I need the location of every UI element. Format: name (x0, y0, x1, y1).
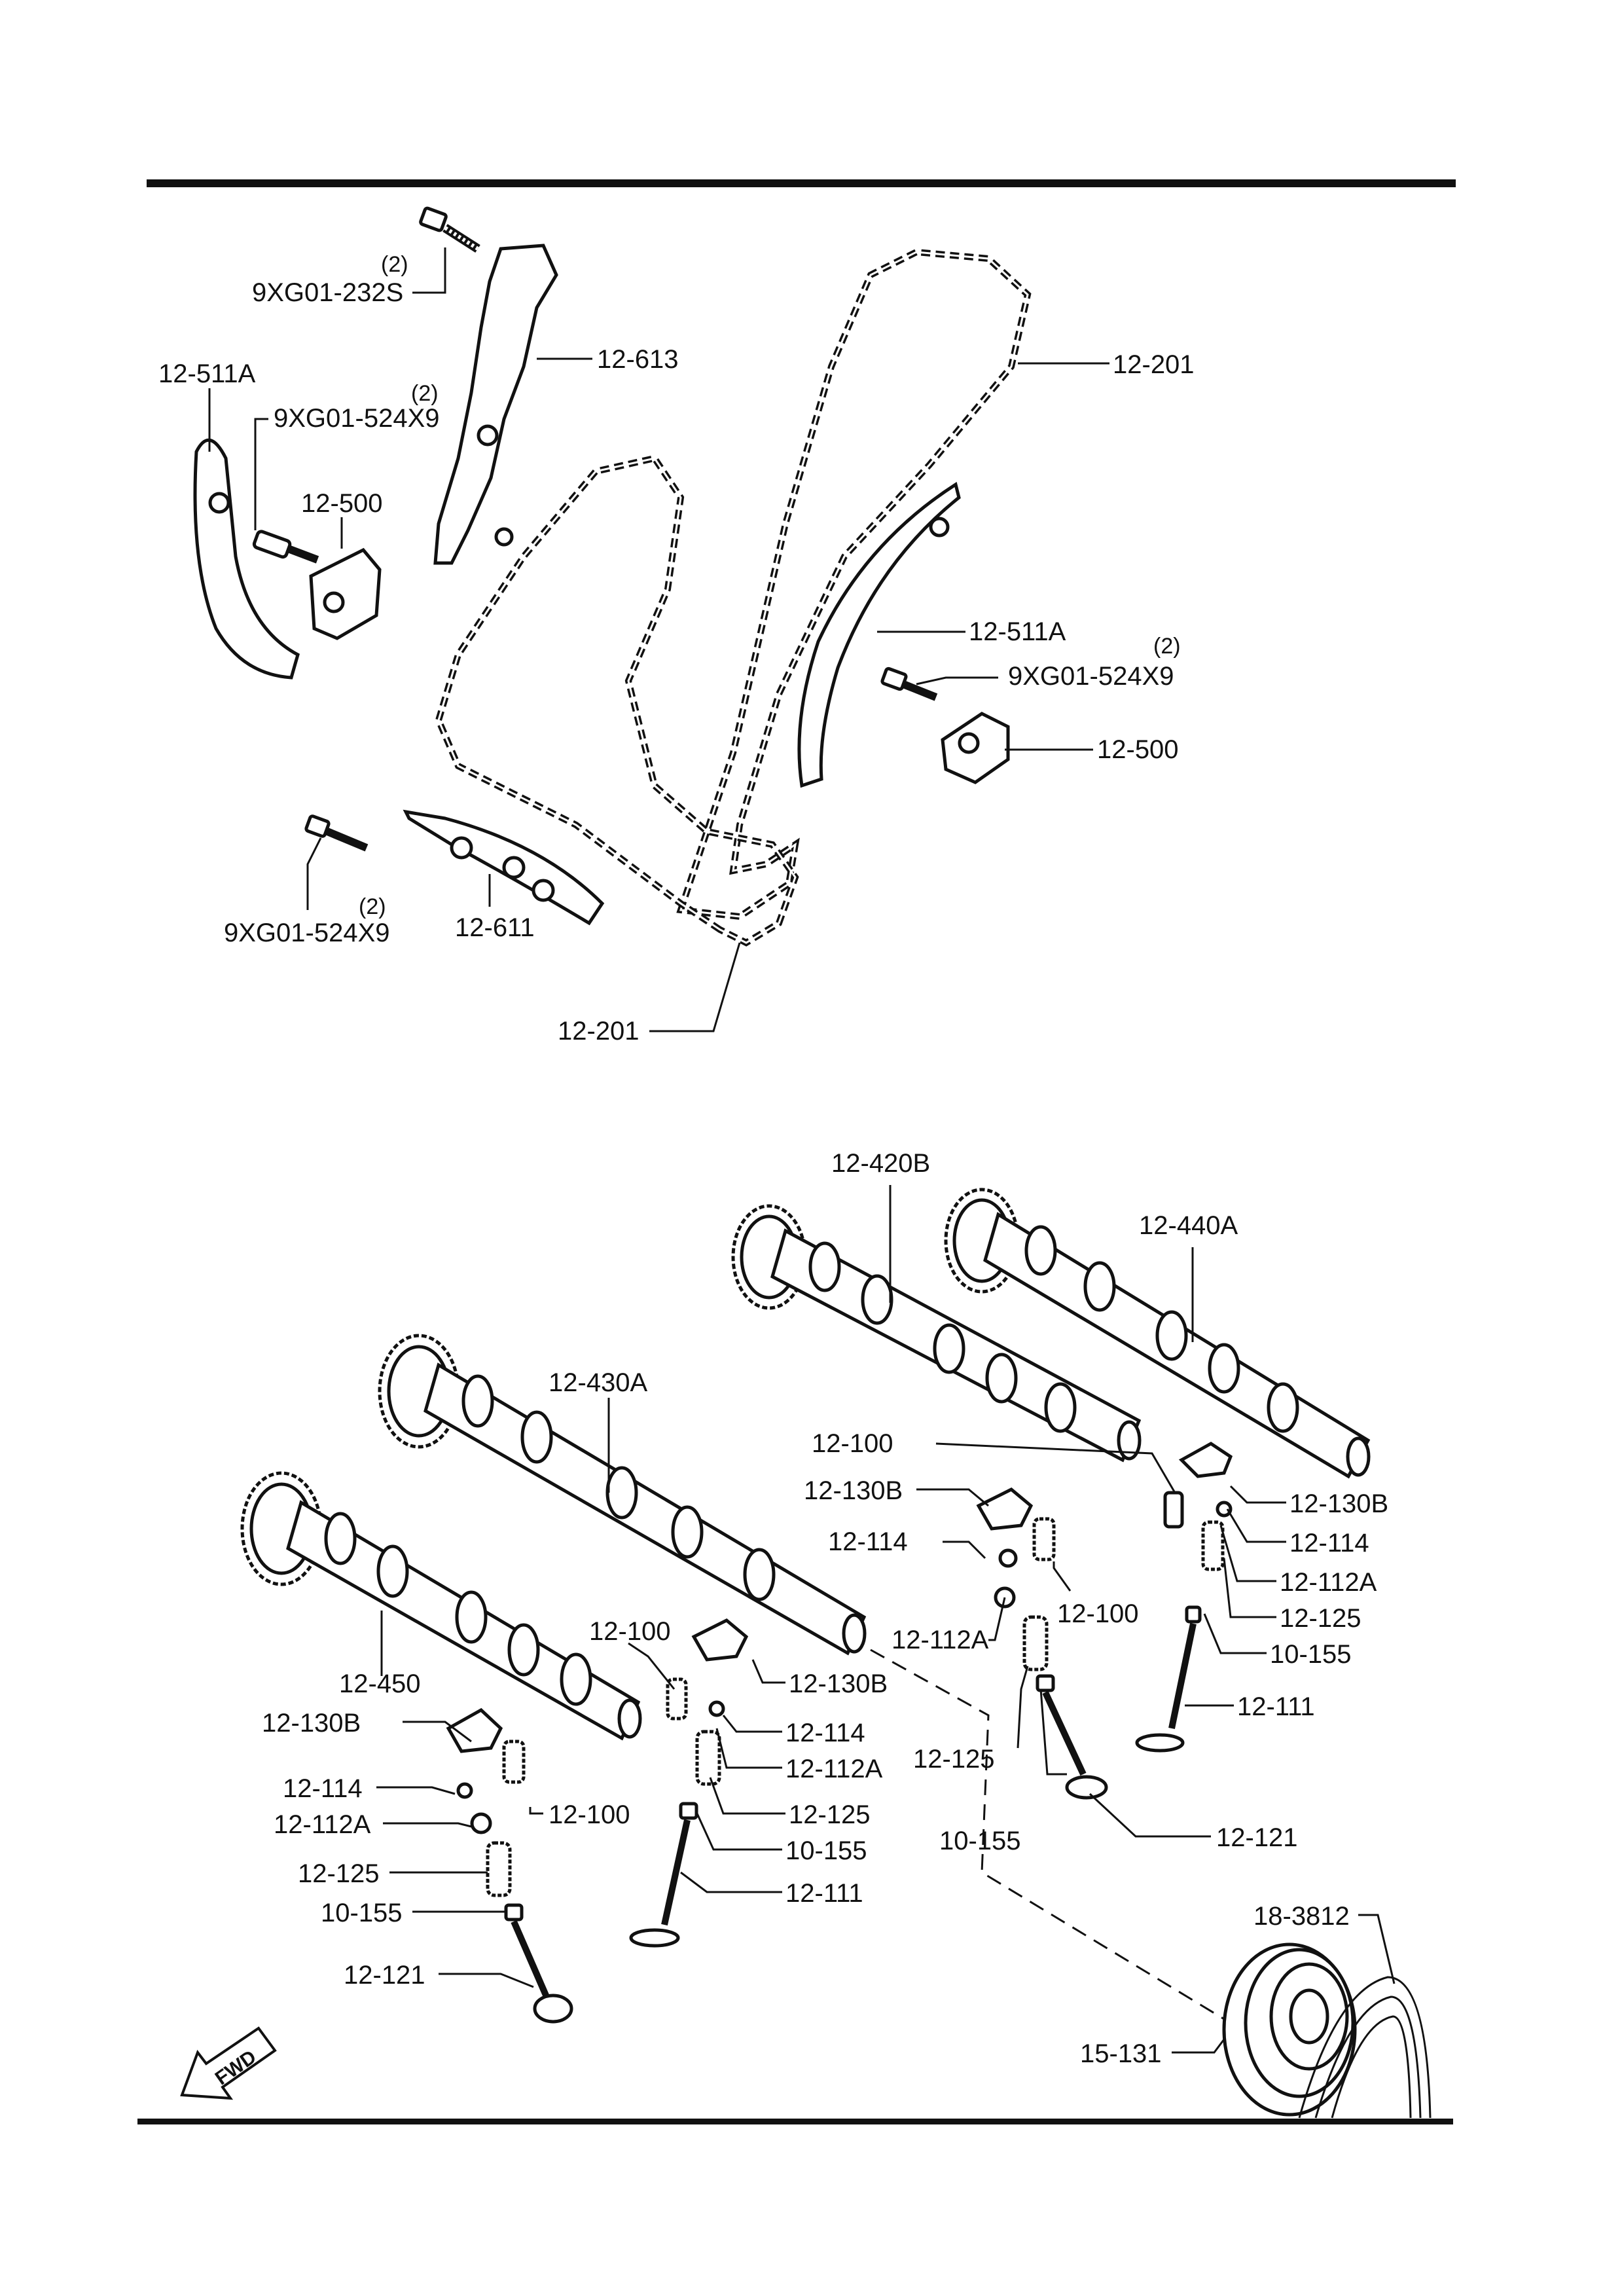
camshaft-450-label: 12-450 (339, 1669, 421, 1698)
valvetrain-right-shapes (1135, 1442, 1233, 1753)
camshaft-420b-shape (731, 1204, 1142, 1463)
spring-retainer-right-label: 12-112A (1280, 1568, 1377, 1597)
valve-right-label: 12-111 (1237, 1692, 1315, 1721)
lash-adjuster-a-label: 12-100 (812, 1429, 893, 1458)
crank-pulley-label: 15-131 (1080, 2039, 1162, 2068)
spring-retainer-left-label: 12-112A (274, 1810, 371, 1839)
bolt-right-label: 9XG01-524X9 (1008, 662, 1174, 691)
drive-belt-label: 18-3812 (1253, 1902, 1350, 1931)
top-rule (147, 179, 1456, 187)
drive-belt-shape (1298, 1976, 1432, 2119)
tensioner-arm-right-label: 12-511A (969, 617, 1066, 646)
valve-keeper-c-label: 12-114 (785, 1719, 865, 1747)
tensioner-right-label: 12-500 (1097, 735, 1179, 764)
fwd-arrow-icon: FWD (180, 2026, 277, 2100)
valve-spring-left-label: 12-125 (298, 1859, 380, 1888)
leader-lines-upper (208, 247, 1109, 1032)
spring-retainer-c-label: 12-112A (785, 1755, 883, 1783)
camshaft-420b-label: 12-420B (831, 1149, 930, 1178)
valvetrain-center-right-shapes (976, 1487, 1108, 1800)
valve-seal-left-label: 10-155 (321, 1899, 403, 1927)
valve-spring-right-label: 12-125 (1280, 1604, 1361, 1633)
bolt-left-label: 9XG01-524X9 (274, 404, 440, 433)
timing-chain-lower-label: 12-201 (558, 1017, 640, 1046)
valve-keeper-left-label: 12-114 (283, 1774, 363, 1803)
spring-retainer-a-label: 12-112A (892, 1626, 989, 1654)
crank-pulley-shape (1222, 1942, 1357, 2117)
rocker-arm-left-label: 12-130B (262, 1709, 361, 1738)
valve-c-label: 12-111 (785, 1879, 863, 1908)
valvetrain-center-shapes (629, 1618, 749, 1948)
bottom-rule (137, 2119, 1453, 2124)
tensioner-left-label: 12-500 (301, 489, 383, 518)
valve-spring-m-label: 12-125 (913, 1745, 995, 1774)
timing-chain-upper-label: 12-201 (1113, 350, 1195, 379)
bolt-right-qty: (2) (1153, 634, 1181, 659)
bolt-top-label: 9XG01-232S (252, 278, 403, 307)
valve-seal-c-label: 10-155 (785, 1836, 867, 1865)
lash-adjuster-b-label: 12-100 (1057, 1599, 1139, 1628)
centerline-dashed (870, 1649, 1231, 2024)
valve-seal-right-label: 10-155 (1270, 1640, 1352, 1669)
lash-adjuster-left-label: 12-100 (549, 1800, 630, 1829)
valve-keeper-a-label: 12-114 (828, 1527, 908, 1556)
bolt-left-qty: (2) (411, 381, 439, 406)
bolt-bottom-qty: (2) (359, 894, 386, 919)
tensioner-arm-right-shape (797, 482, 961, 788)
leader-lines-lower (376, 1185, 1396, 2054)
bolt-top-qty: (2) (381, 252, 408, 277)
valve-seal-m-label: 10-155 (939, 1827, 1021, 1855)
valve-spring-c-label: 12-125 (789, 1800, 871, 1829)
rocker-arm-c-label: 12-130B (789, 1669, 888, 1698)
bolt-bottom-label: 9XG01-524X9 (224, 919, 390, 947)
tensioner-arm-left-label: 12-511A (158, 359, 256, 388)
valvetrain-left-shapes (446, 1707, 573, 2024)
chain-guide-upper-label: 12-613 (597, 345, 679, 374)
timing-chain-upper (676, 248, 1032, 920)
camshaft-440a-label: 12-440A (1139, 1211, 1238, 1240)
timing-chain-lower (435, 454, 799, 947)
camshaft-430a-label: 12-430A (549, 1368, 648, 1397)
tensioner-arm-left-shape (193, 438, 300, 680)
bolt-top-shape (419, 206, 480, 253)
valve-keeper-right-label: 12-114 (1289, 1529, 1369, 1558)
lash-adjuster-c-label: 12-100 (589, 1617, 671, 1646)
rocker-arm-right-label: 12-130B (1289, 1489, 1388, 1518)
tensioner-left-shape (252, 530, 382, 640)
chain-guide-lower-shape (304, 809, 605, 926)
tensioner-right-shape (880, 666, 1010, 784)
camshaft-440a-shape (944, 1188, 1371, 1479)
camshaft-430a-shape (378, 1334, 867, 1656)
valve-m-label: 12-121 (1216, 1823, 1298, 1852)
valve-left-label: 12-121 (344, 1961, 425, 1990)
camshaft-450-shape (240, 1471, 642, 1741)
rocker-arm-a-label: 12-130B (804, 1476, 903, 1505)
chain-guide-upper-shape (433, 244, 558, 565)
chain-guide-lower-label: 12-611 (455, 913, 535, 942)
